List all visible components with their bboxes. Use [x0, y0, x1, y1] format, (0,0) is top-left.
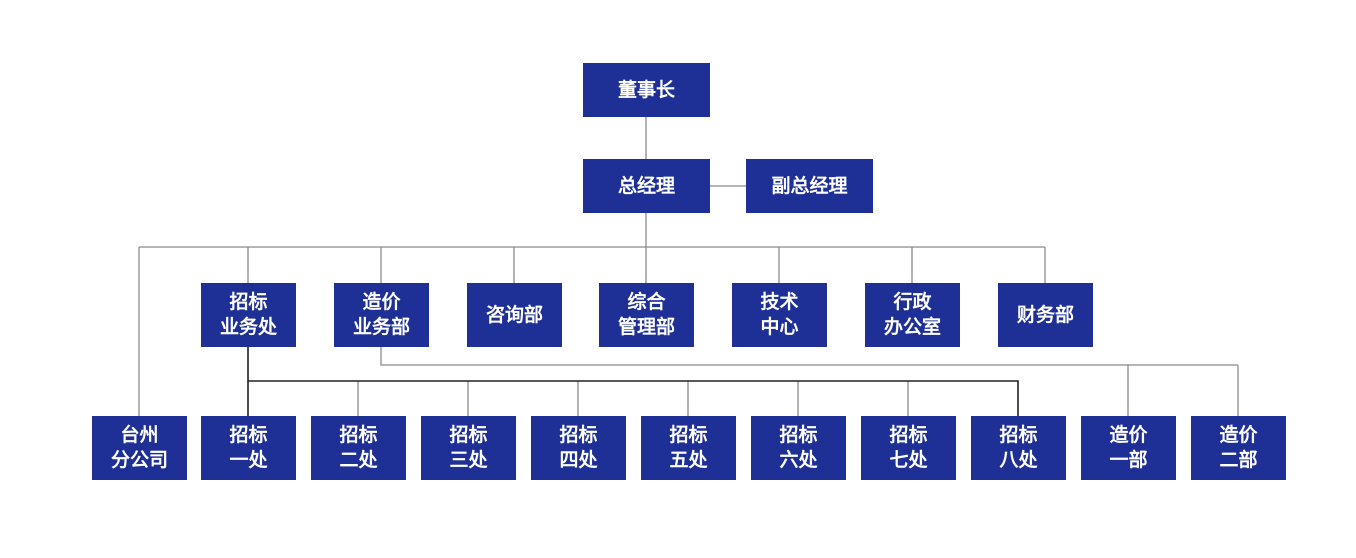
bidding-section-2-box: 招标 二处: [311, 416, 406, 480]
bidding-section-drop-lines: [357, 381, 909, 416]
bidding-section-1-box: 招标 一处: [201, 416, 296, 480]
bidding-section-5-box: 招标 五处: [641, 416, 736, 480]
bidding-bus-line: [247, 347, 1019, 416]
bidding-section-8-box: 招标 八处: [971, 416, 1066, 480]
bidding-section-7-box: 招标 七处: [861, 416, 956, 480]
dept-finance-box: 财务部: [998, 283, 1093, 347]
cost-unit-2-box: 造价 二部: [1191, 416, 1286, 480]
dept-consulting-box: 咨询部: [467, 283, 562, 347]
general-manager-box: 总经理: [583, 159, 710, 213]
deputy-general-manager-box: 副总经理: [746, 159, 873, 213]
chairman-box: 董事长: [583, 63, 710, 117]
dept-general-management-box: 综合 管理部: [599, 283, 694, 347]
dept-bidding-business-box: 招标 业务处: [201, 283, 296, 347]
dept-admin-office-box: 行政 办公室: [865, 283, 960, 347]
bidding-section-3-box: 招标 三处: [421, 416, 516, 480]
dept-cost-business-box: 造价 业务部: [334, 283, 429, 347]
cost-dept-bus-line: [380, 347, 1238, 366]
cost-unit-1-box: 造价 一部: [1081, 416, 1176, 480]
dept-technology-center-box: 技术 中心: [732, 283, 827, 347]
bidding-section-4-box: 招标 四处: [531, 416, 626, 480]
branch-taizhou-box: 台州 分公司: [92, 416, 187, 480]
bidding-section-6-box: 招标 六处: [751, 416, 846, 480]
